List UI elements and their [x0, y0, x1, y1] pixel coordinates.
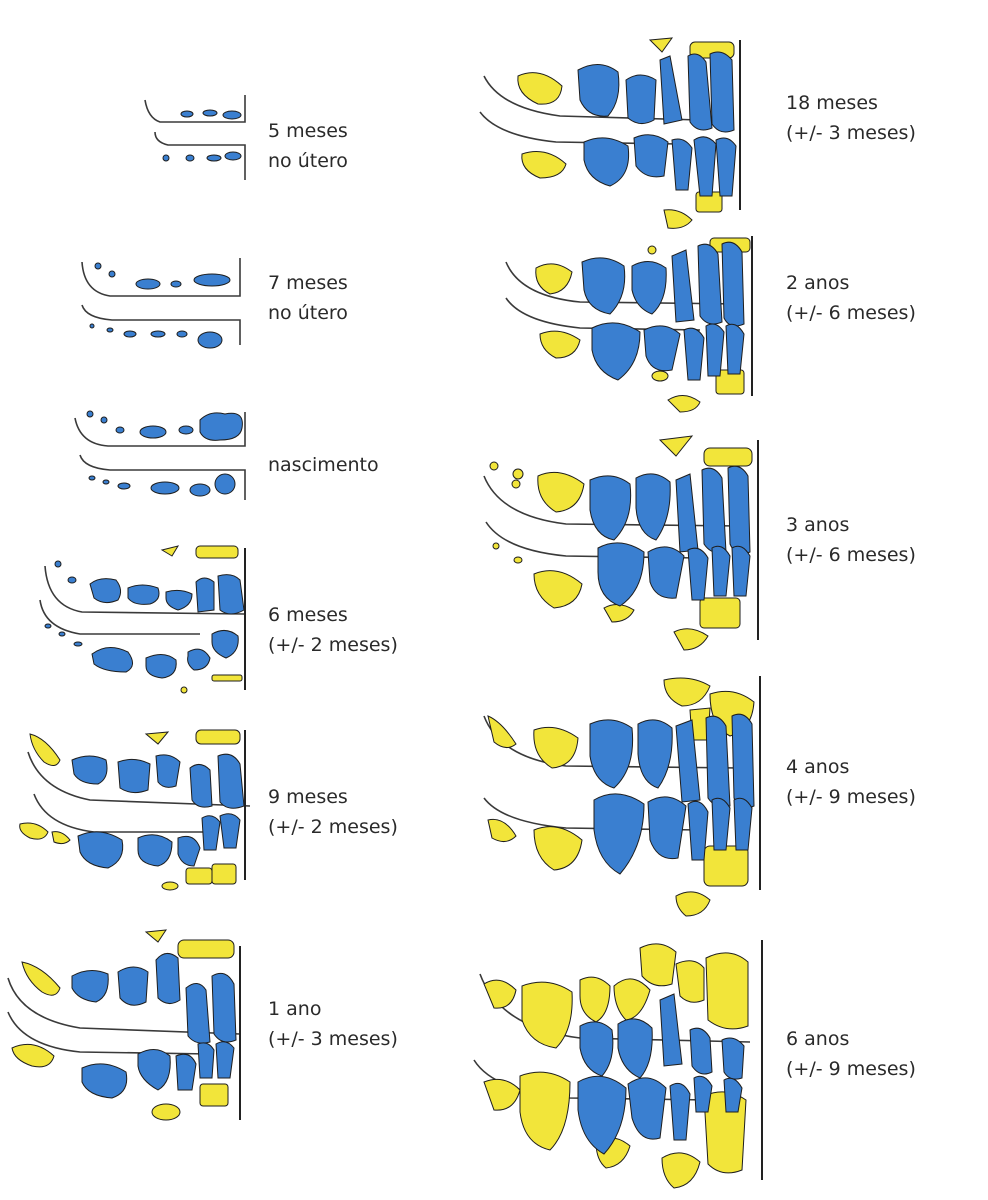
stage-note: (+/- 6 meses) — [786, 544, 916, 566]
permanent-buds-9mo — [19, 729, 241, 891]
deciduous-crowns-1y — [71, 953, 237, 1099]
permanent-teeth-6y — [483, 943, 749, 1189]
stage-note: (+/- 6 meses) — [786, 302, 916, 324]
stage-label-18mo: 18 meses (+/- 3 meses) — [786, 88, 916, 148]
stage-note: (+/- 9 meses) — [786, 1058, 916, 1080]
deciduous-teeth-18mo — [577, 51, 737, 197]
deciduous-teeth-2y — [581, 241, 745, 381]
stage-label-6y: 6 anos (+/- 9 meses) — [786, 1024, 916, 1084]
deciduous-crowns-6mo — [44, 560, 245, 679]
stage-age: 9 meses — [268, 786, 348, 808]
stage-label-4y: 4 anos (+/- 9 meses) — [786, 752, 916, 812]
deciduous-crowns-9mo — [71, 753, 245, 869]
stage-age: 2 anos — [786, 272, 850, 294]
stage-label-3y: 3 anos (+/- 6 meses) — [786, 510, 916, 570]
stage-age: 1 ano — [268, 998, 322, 1020]
deciduous-teeth-6y — [577, 993, 745, 1155]
tooth-buds-birth — [86, 410, 243, 497]
stage-age: 6 anos — [786, 1028, 850, 1050]
stage-label-2y: 2 anos (+/- 6 meses) — [786, 268, 916, 328]
jaw-outline-18mo — [479, 40, 741, 210]
tooth-buds-7m — [89, 262, 231, 349]
jaw-outline-1y — [7, 946, 241, 1120]
jaw-outline-birth — [74, 412, 246, 500]
jaw-outline-7m — [81, 258, 241, 345]
stage-age: 5 meses — [268, 120, 348, 142]
stage-age: 4 anos — [786, 756, 850, 778]
stage-label-7m: 7 meses no útero — [268, 268, 348, 328]
permanent-buds-6mo — [160, 545, 243, 694]
stage-age: 6 meses — [268, 604, 348, 626]
stage-label-5m: 5 meses no útero — [268, 116, 348, 176]
jaw-outline-6mo — [39, 548, 246, 690]
jaw-outline-3y — [483, 440, 759, 640]
stage-note: (+/- 2 meses) — [268, 816, 398, 838]
stage-note: (+/- 2 meses) — [268, 634, 398, 656]
stage-label-9mo: 9 meses (+/- 2 meses) — [268, 782, 398, 842]
stage-note: (+/- 9 meses) — [786, 786, 916, 808]
stage-age: 18 meses — [786, 92, 878, 114]
stage-note: no útero — [268, 150, 348, 172]
jaw-outline-5m — [144, 95, 246, 180]
jaw-outline-2y — [505, 236, 753, 396]
stage-note: (+/- 3 meses) — [786, 122, 916, 144]
stage-age: nascimento — [268, 454, 379, 476]
deciduous-teeth-3y — [589, 465, 751, 607]
stage-note: (+/- 3 meses) — [268, 1028, 398, 1050]
stage-label-birth: nascimento — [268, 450, 379, 480]
stage-age: 7 meses — [268, 272, 348, 294]
deciduous-teeth-4y — [589, 713, 755, 875]
permanent-buds-1y — [11, 929, 235, 1121]
permanent-teeth-3y — [489, 435, 753, 651]
stage-label-1y: 1 ano (+/- 3 meses) — [268, 994, 398, 1054]
stage-note: no útero — [268, 302, 348, 324]
stage-label-6mo: 6 meses (+/- 2 meses) — [268, 600, 398, 660]
tooth-buds-5m — [162, 109, 242, 162]
stage-age: 3 anos — [786, 514, 850, 536]
